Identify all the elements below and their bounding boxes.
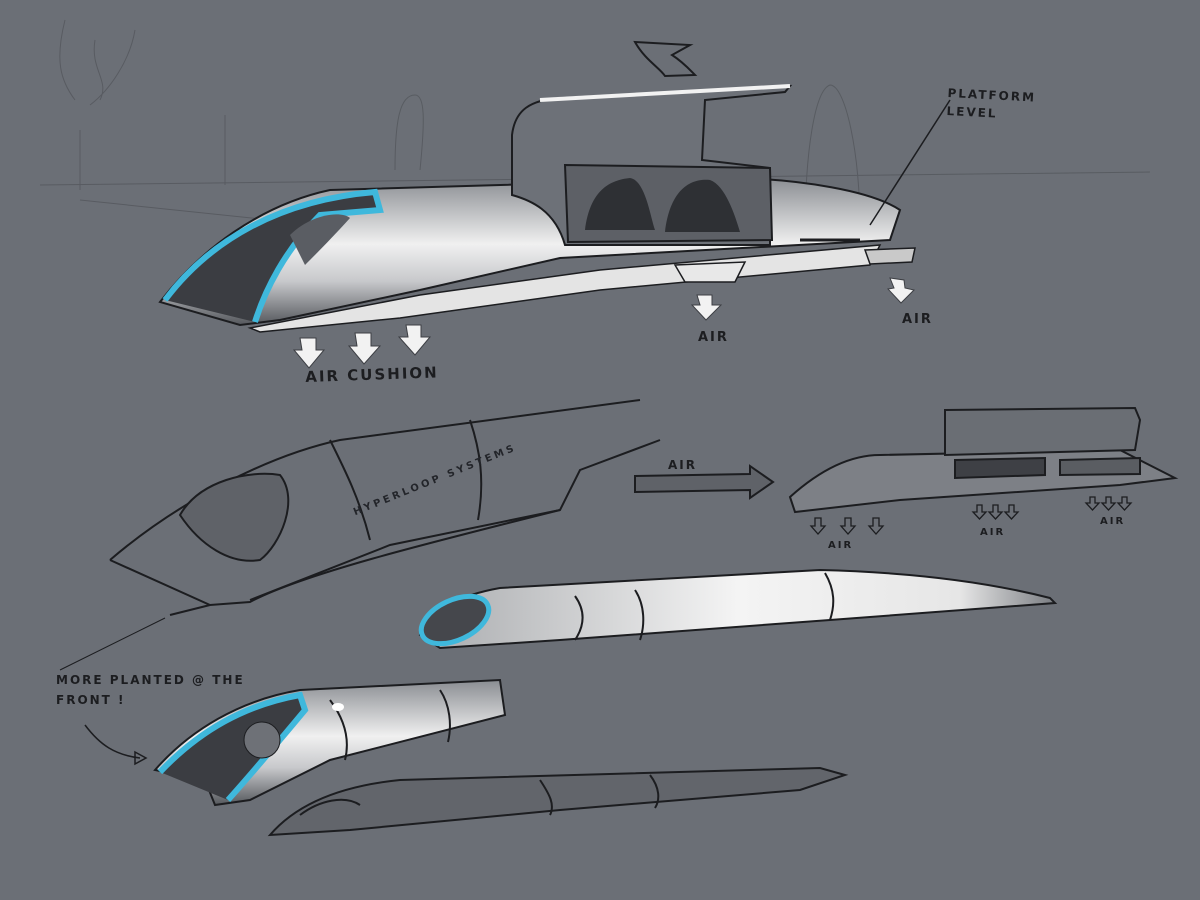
air-label-mid: Air: [698, 330, 729, 345]
air-label-small-front: Air: [828, 540, 854, 551]
air-label-right: Air: [902, 312, 933, 327]
pod-front-planted: [84, 678, 507, 807]
pod-rear-outline: [267, 766, 849, 837]
air-label-small-middle: Air: [980, 527, 1006, 538]
pod-small-airflow: [634, 406, 1179, 514]
pod-sleek: [418, 568, 1058, 650]
pod-open-door: [158, 40, 951, 333]
air-flow-label: Air: [668, 458, 697, 472]
air-label-small-rear: Air: [1100, 516, 1126, 527]
platform-level-label: Platform Level: [946, 85, 1037, 121]
pod-side-profile: [59, 399, 661, 671]
air-arrows-small: [809, 496, 1133, 535]
more-planted-label: More planted @ the front !: [56, 673, 245, 707]
air-arrows-top: [292, 277, 915, 369]
